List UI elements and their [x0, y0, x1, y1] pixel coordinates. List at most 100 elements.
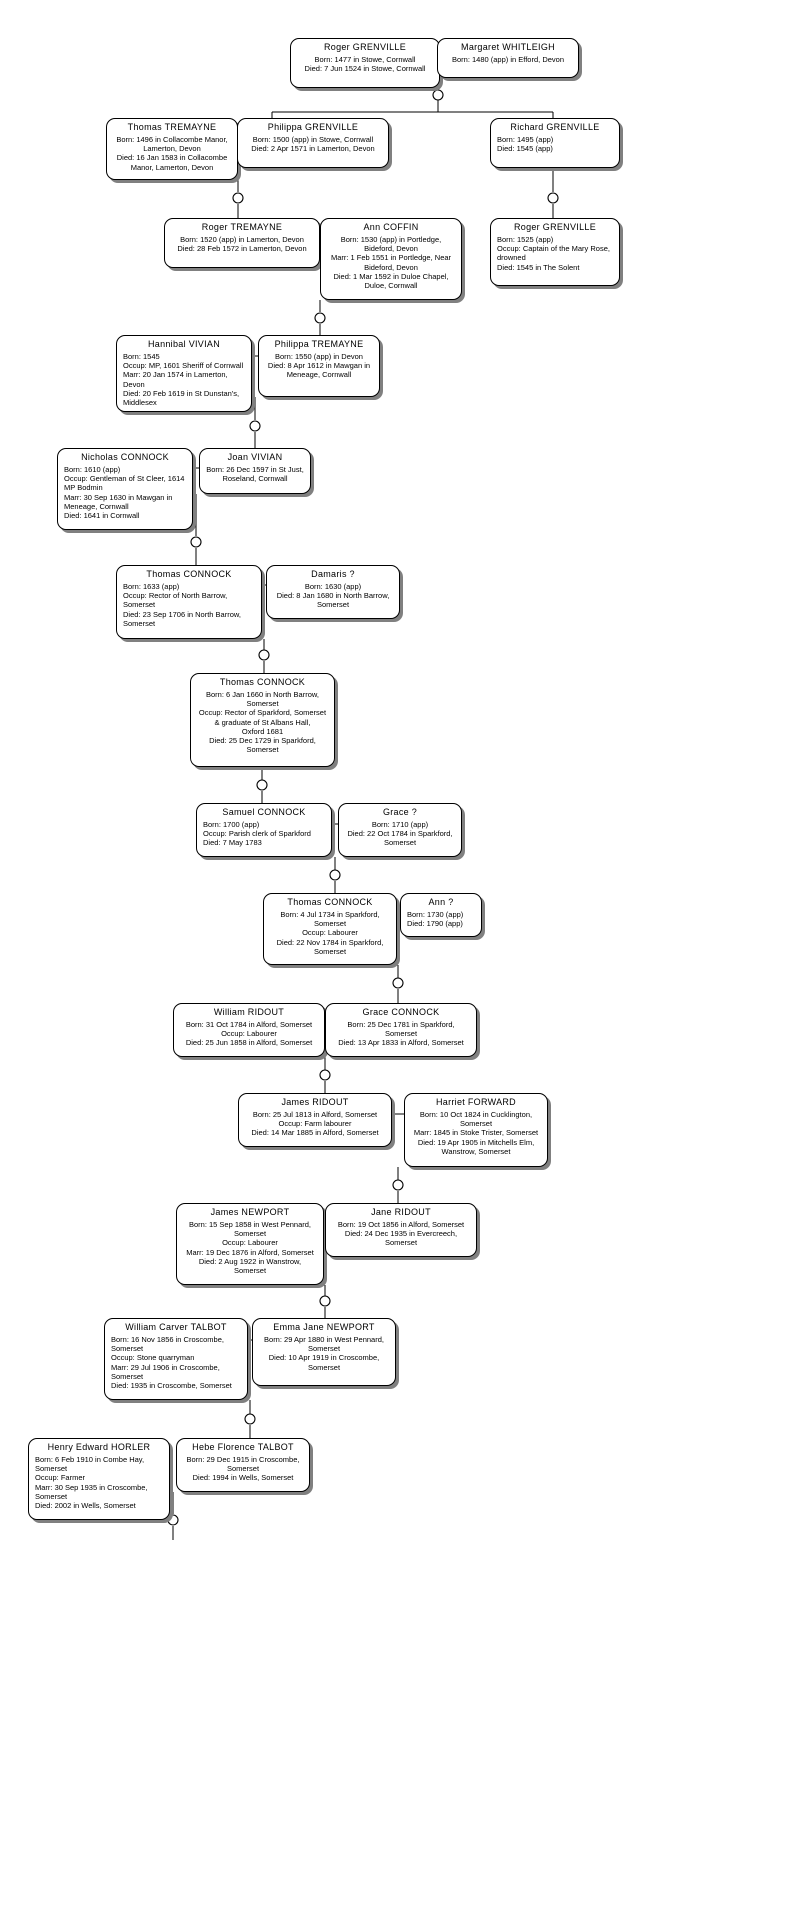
- person-detail-line: Died: 1790 (app): [407, 919, 463, 929]
- person-detail-line: Occup: MP, 1601 Sheriff of Cornwall: [123, 361, 244, 371]
- person-detail-line: Born: 26 Dec 1597 in St Just,: [206, 465, 304, 474]
- person-detail-line: Born: 6 Feb 1910 in Combe Hay,: [35, 1455, 145, 1464]
- person-detail-line: Died: 1545 in The Solent: [497, 262, 580, 272]
- person-detail-line: Died: 1641 in Cornwall: [64, 511, 140, 521]
- person-detail-line: Died: 7 Jun 1524 in Stowe, Cornwall: [304, 64, 426, 74]
- person-name: Roger GRENVILLE: [323, 42, 407, 52]
- person-card-damaris-1630[interactable]: Damaris ?Born: 1630 (app)Died: 8 Jan 168…: [266, 565, 400, 619]
- person-detail-line: Born: 15 Sep 1858 in West Pennard,: [188, 1220, 312, 1229]
- person-detail-line: Bideford, Devon: [364, 244, 418, 254]
- person-detail-line: Occup: Farmer: [35, 1473, 86, 1483]
- person-detail-line: Occup: Farm labourer: [278, 1119, 352, 1129]
- person-detail-line: Died: 10 Apr 1919 in Croscombe,: [268, 1353, 380, 1363]
- person-detail-line: Roseland, Cornwall: [222, 474, 288, 484]
- person-detail-line: Born: 1495 (app): [497, 135, 554, 144]
- person-name: Ann COFFIN: [363, 222, 419, 232]
- person-detail-line: Occup: Rector of North Barrow,: [123, 591, 228, 601]
- person-card-ann-coffin-1530[interactable]: Ann COFFIN Born: 1530 (app) in Portledge,…: [320, 218, 462, 300]
- person-name: Thomas CONNOCK: [287, 897, 373, 907]
- person-name: Samuel CONNOCK: [222, 807, 306, 817]
- person-name: Philippa TREMAYNE: [274, 339, 364, 349]
- person-detail-line: Born: 25 Dec 1781 in Sparkford,: [347, 1020, 455, 1029]
- person-name: Emma Jane NEWPORT: [273, 1322, 375, 1332]
- person-detail-line: Born: 1480 (app) in Efford, Devon: [451, 55, 564, 64]
- person-detail-line: Died: 22 Nov 1784 in Sparkford,: [276, 937, 384, 947]
- person-detail-line: Lamerton, Devon: [143, 144, 201, 154]
- person-detail-line: Marr: 20 Jan 1574 in Lamerton, Devon: [123, 370, 228, 389]
- person-detail-line: Born: 1496 in Collacombe Manor,: [116, 135, 228, 144]
- person-detail-line: Died: 28 Feb 1572 in Lamerton, Devon: [177, 244, 307, 254]
- person-detail-line: Died: 1935 in Croscombe, Somerset: [111, 1381, 232, 1391]
- person-detail-line: Born: 1500 (app) in Stowe, Cornwall: [252, 135, 374, 144]
- person-detail-line: Somerset: [35, 1464, 68, 1474]
- person-detail-line: Born: 19 Oct 1856 in Alford, Somerset: [337, 1220, 465, 1229]
- person-detail-line: Occup: Captain of the Mary Rose,: [497, 244, 610, 254]
- person-detail-line: Marr: 29 Jul 1906 in Croscombe,: [111, 1362, 220, 1372]
- person-detail-line: Somerset: [246, 745, 279, 755]
- person-detail-line: Died: 16 Jan 1583 in Collacombe: [116, 153, 228, 163]
- person-detail-line: MP Bodmin: [64, 483, 103, 493]
- person-detail-line: Meneage, Cornwall: [286, 370, 352, 380]
- person-card-roger-grenville-1477[interactable]: Roger GRENVILLE Born: 1477 in Stowe, Corn…: [290, 38, 440, 88]
- person-card-henry-edward-horler-1910[interactable]: Henry Edward HORLER Born: 6 Feb 1910 in C…: [28, 1438, 170, 1520]
- person-card-jane-ridout-1856[interactable]: Jane RIDOUT Born: 19 Oct 1856 in Alford, …: [325, 1203, 477, 1257]
- person-detail-line: Born: 1710 (app): [371, 820, 429, 829]
- person-detail-line: Died: 8 Apr 1612 in Mawgan in: [267, 361, 371, 371]
- person-detail-line: Died: 22 Oct 1784 in Sparkford,: [347, 829, 453, 839]
- person-name: Grace CONNOCK: [362, 1007, 440, 1017]
- person-card-philippa-grenville-1500[interactable]: Philippa GRENVILLE Born: 1500 (app) in St…: [237, 118, 389, 168]
- person-name: Nicholas CONNOCK: [81, 452, 169, 462]
- person-name: Richard GRENVILLE: [510, 122, 600, 132]
- person-detail-line: Born: 25 Jul 1813 in Alford, Somerset: [252, 1110, 378, 1119]
- person-card-grace-connock-1781[interactable]: Grace CONNOCK Born: 25 Dec 1781 in Sparkf…: [325, 1003, 477, 1057]
- person-detail-line: Occup: Rector of Sparkford, Somerset: [198, 708, 327, 718]
- person-detail-line: Occup: Stone quarryman: [111, 1353, 195, 1363]
- person-detail-line: Marr: 30 Sep 1630 in Mawgan in: [64, 492, 173, 502]
- person-detail-line: Somerset: [233, 1229, 267, 1239]
- person-detail-line: Duloe, Cornwall: [364, 281, 418, 291]
- person-detail-line: Born: 1477 in Stowe, Cornwall: [314, 55, 416, 64]
- person-detail-line: Occup: Parish clerk of Sparkford: [203, 829, 311, 839]
- person-detail-line: Born: 16 Nov 1856 in Croscombe,: [111, 1335, 224, 1344]
- person-name: Henry Edward HORLER: [47, 1442, 151, 1452]
- person-detail-line: Middlesex: [123, 398, 157, 408]
- person-detail-line: & graduate of St Albans Hall,: [214, 717, 311, 727]
- person-card-ann-1730[interactable]: Ann ?Born: 1730 (app)Died: 1790 (app): [400, 893, 482, 937]
- person-detail-line: Marr: 1 Feb 1551 in Portledge, Near: [330, 253, 452, 263]
- person-detail-line: Somerset: [307, 1344, 341, 1354]
- person-card-grace-1710[interactable]: Grace ?Born: 1710 (app)Died: 22 Oct 1784…: [338, 803, 462, 857]
- person-detail-line: Died: 25 Dec 1729 in Sparkford,: [209, 736, 316, 746]
- person-name: Philippa GRENVILLE: [267, 122, 359, 132]
- person-detail-line: Born: 1630 (app): [304, 582, 362, 591]
- person-name: Thomas CONNOCK: [146, 569, 232, 579]
- person-detail-line: Died: 2002 in Wells, Somerset: [35, 1501, 136, 1511]
- person-detail-line: Born: 1530 (app) in Portledge,: [340, 235, 442, 244]
- person-detail-line: Died: 19 Apr 1905 in Mitchells Elm,: [417, 1137, 535, 1147]
- person-detail-line: Somerset: [313, 919, 347, 929]
- person-name: Jane RIDOUT: [371, 1207, 431, 1217]
- person-detail-line: Wanstrow, Somerset: [441, 1146, 511, 1156]
- person-name: Harriet FORWARD: [435, 1097, 516, 1107]
